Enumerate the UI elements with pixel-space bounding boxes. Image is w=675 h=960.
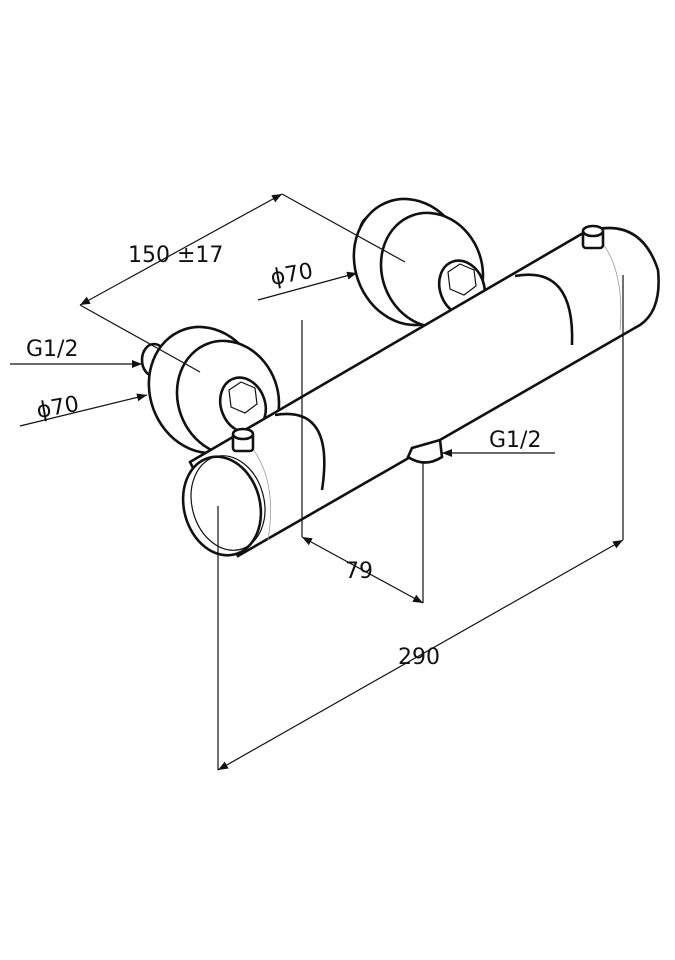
outlet-thread-label: G1/2 — [489, 428, 541, 453]
center-distance-label: 150 ±17 — [128, 243, 223, 268]
dimension-lines — [10, 193, 624, 771]
left-top-button — [231, 427, 255, 453]
overall-length-label: 290 — [398, 645, 440, 670]
right-top-button — [581, 224, 605, 250]
right-wall-flange — [352, 197, 487, 329]
left-handle-ring — [274, 412, 326, 491]
right-handle-ring — [514, 273, 574, 346]
inlet-thread-label: G1/2 — [26, 337, 78, 362]
outlet-connector — [406, 438, 444, 464]
flange-diameter-left-label: ϕ70 — [35, 392, 81, 424]
outlet-offset-label: 79 — [345, 559, 373, 584]
